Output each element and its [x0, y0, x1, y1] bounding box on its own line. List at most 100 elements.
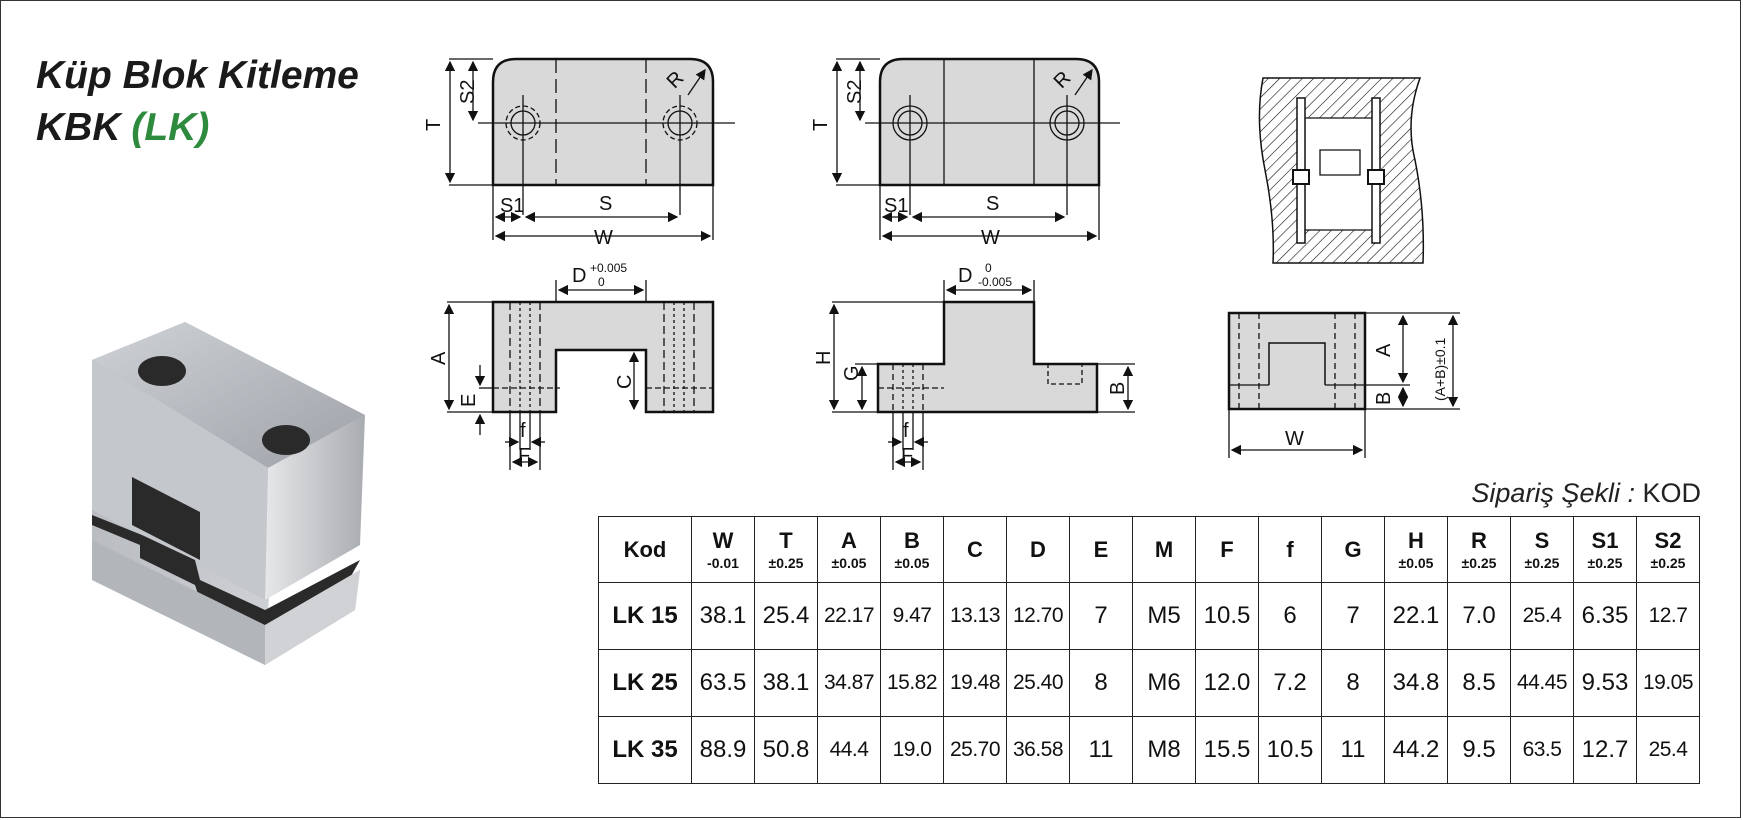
- drawing-top-view-male: T S2 R S1 S W: [810, 57, 1120, 249]
- cell-b: 15.82: [880, 649, 944, 717]
- dim-F-male: F: [901, 445, 913, 467]
- cell-t: 25.4: [754, 582, 818, 650]
- title-line-1: Küp Blok Kitleme: [36, 54, 359, 97]
- cell-m: M6: [1132, 649, 1196, 717]
- dim-f-male: f: [903, 420, 909, 442]
- cell-g: 8: [1321, 649, 1385, 717]
- cell-kod: LK 25: [598, 649, 692, 717]
- header-b: B±0.05: [880, 516, 944, 583]
- header-g: G: [1321, 516, 1385, 583]
- order-format-value: KOD: [1642, 478, 1701, 508]
- cell-m: M5: [1132, 582, 1196, 650]
- page-title: Küp Blok Kitleme KBK (LK): [36, 50, 359, 154]
- cell-f-upper: 12.0: [1195, 649, 1259, 717]
- cell-r: 7.0: [1447, 582, 1511, 650]
- cell-b: 19.0: [880, 716, 944, 784]
- dim-A-assembled: A: [1373, 343, 1395, 357]
- drawing-front-view-male: D 0 -0.005 H G B f F: [813, 261, 1135, 470]
- spec-table: Kod W-0.01 T±0.25 A±0.05 B±0.05 C D E M …: [598, 516, 1700, 784]
- cell-c: 25.70: [943, 716, 1007, 784]
- header-t: T±0.25: [754, 516, 818, 583]
- cell-kod: LK 15: [598, 582, 692, 650]
- cell-g: 11: [1321, 716, 1385, 784]
- dim-A-female: A: [428, 351, 450, 365]
- cell-b: 9.47: [880, 582, 944, 650]
- cell-f-upper: 10.5: [1195, 582, 1259, 650]
- header-w: W-0.01: [691, 516, 755, 583]
- table-row: LK 25 63.5 38.1 34.87 15.82 19.48 25.40 …: [598, 649, 1700, 717]
- dim-G-male: G: [841, 365, 863, 381]
- cell-s2: 25.4: [1636, 716, 1700, 784]
- cell-d: 12.70: [1006, 582, 1070, 650]
- cell-m: M8: [1132, 716, 1196, 784]
- cell-f-lower: 6: [1258, 582, 1322, 650]
- dim-AB-tolerance: (A+B)±0.1: [1432, 337, 1448, 401]
- cell-w: 63.5: [691, 649, 755, 717]
- cell-s1: 9.53: [1573, 649, 1637, 717]
- cell-w: 88.9: [691, 716, 755, 784]
- cell-d: 36.58: [1006, 716, 1070, 784]
- table-row: LK 35 88.9 50.8 44.4 19.0 25.70 36.58 11…: [598, 716, 1700, 784]
- dim-W-assembled: W: [1285, 428, 1304, 450]
- title-code-accent: (LK): [131, 106, 210, 149]
- cell-s: 25.4: [1510, 582, 1574, 650]
- dim-S2-2: S2: [844, 80, 866, 104]
- header-c: C: [943, 516, 1007, 583]
- drawing-assembly-section: [1258, 77, 1425, 264]
- dim-E-female: E: [458, 394, 480, 407]
- dim-S2-1: S2: [457, 80, 479, 104]
- cell-kod: LK 35: [598, 716, 692, 784]
- header-m: M: [1132, 516, 1196, 583]
- header-kod: Kod: [598, 516, 692, 583]
- drawing-assembled-front: A B (A+B)±0.1 W: [1227, 311, 1460, 458]
- dim-D-male-tol-upper: 0: [985, 261, 992, 275]
- header-a: A±0.05: [817, 516, 881, 583]
- cell-r: 8.5: [1447, 649, 1511, 717]
- dim-D-female-tol-lower: 0: [598, 275, 605, 289]
- cell-a: 22.17: [817, 582, 881, 650]
- dim-S-1: S: [599, 193, 612, 215]
- dim-B-assembled: B: [1373, 392, 1395, 405]
- cell-s2: 19.05: [1636, 649, 1700, 717]
- dim-C-female: C: [614, 375, 636, 389]
- cell-f-upper: 15.5: [1195, 716, 1259, 784]
- dim-f-female: f: [520, 420, 526, 442]
- header-s2: S2±0.25: [1636, 516, 1700, 583]
- dim-D-male: D: [958, 265, 972, 287]
- header-r: R±0.25: [1447, 516, 1511, 583]
- cell-h: 44.2: [1384, 716, 1448, 784]
- cell-a: 44.4: [817, 716, 881, 784]
- cell-t: 50.8: [754, 716, 818, 784]
- cell-d: 25.40: [1006, 649, 1070, 717]
- cell-h: 22.1: [1384, 582, 1448, 650]
- title-code: KBK: [36, 106, 121, 149]
- dim-F-female: F: [518, 445, 530, 467]
- cell-c: 19.48: [943, 649, 1007, 717]
- dim-D-male-tol-lower: -0.005: [978, 275, 1012, 289]
- cell-g: 7: [1321, 582, 1385, 650]
- table-header-row: Kod W-0.01 T±0.25 A±0.05 B±0.05 C D E M …: [598, 516, 1700, 583]
- header-f-upper: F: [1195, 516, 1259, 583]
- header-h: H±0.05: [1384, 516, 1448, 583]
- dim-T-1: T: [423, 119, 445, 131]
- cell-e: 7: [1069, 582, 1133, 650]
- cell-s1: 12.7: [1573, 716, 1637, 784]
- order-format: Sipariş Şekli : KOD: [1471, 478, 1701, 509]
- cell-e: 8: [1069, 649, 1133, 717]
- cell-s1: 6.35: [1573, 582, 1637, 650]
- cell-f-lower: 7.2: [1258, 649, 1322, 717]
- dim-D-female-tol-upper: +0.005: [590, 261, 627, 275]
- cell-r: 9.5: [1447, 716, 1511, 784]
- header-s1: S1±0.25: [1573, 516, 1637, 583]
- cell-s: 63.5: [1510, 716, 1574, 784]
- product-photo: [92, 322, 365, 665]
- dim-S1-1: S1: [500, 195, 524, 217]
- header-e: E: [1069, 516, 1133, 583]
- cell-t: 38.1: [754, 649, 818, 717]
- dim-W-1: W: [594, 227, 613, 249]
- drawing-front-view-female: D +0.005 0 A E C f F: [428, 261, 715, 470]
- dim-B-male: B: [1107, 382, 1129, 395]
- cell-c: 13.13: [943, 582, 1007, 650]
